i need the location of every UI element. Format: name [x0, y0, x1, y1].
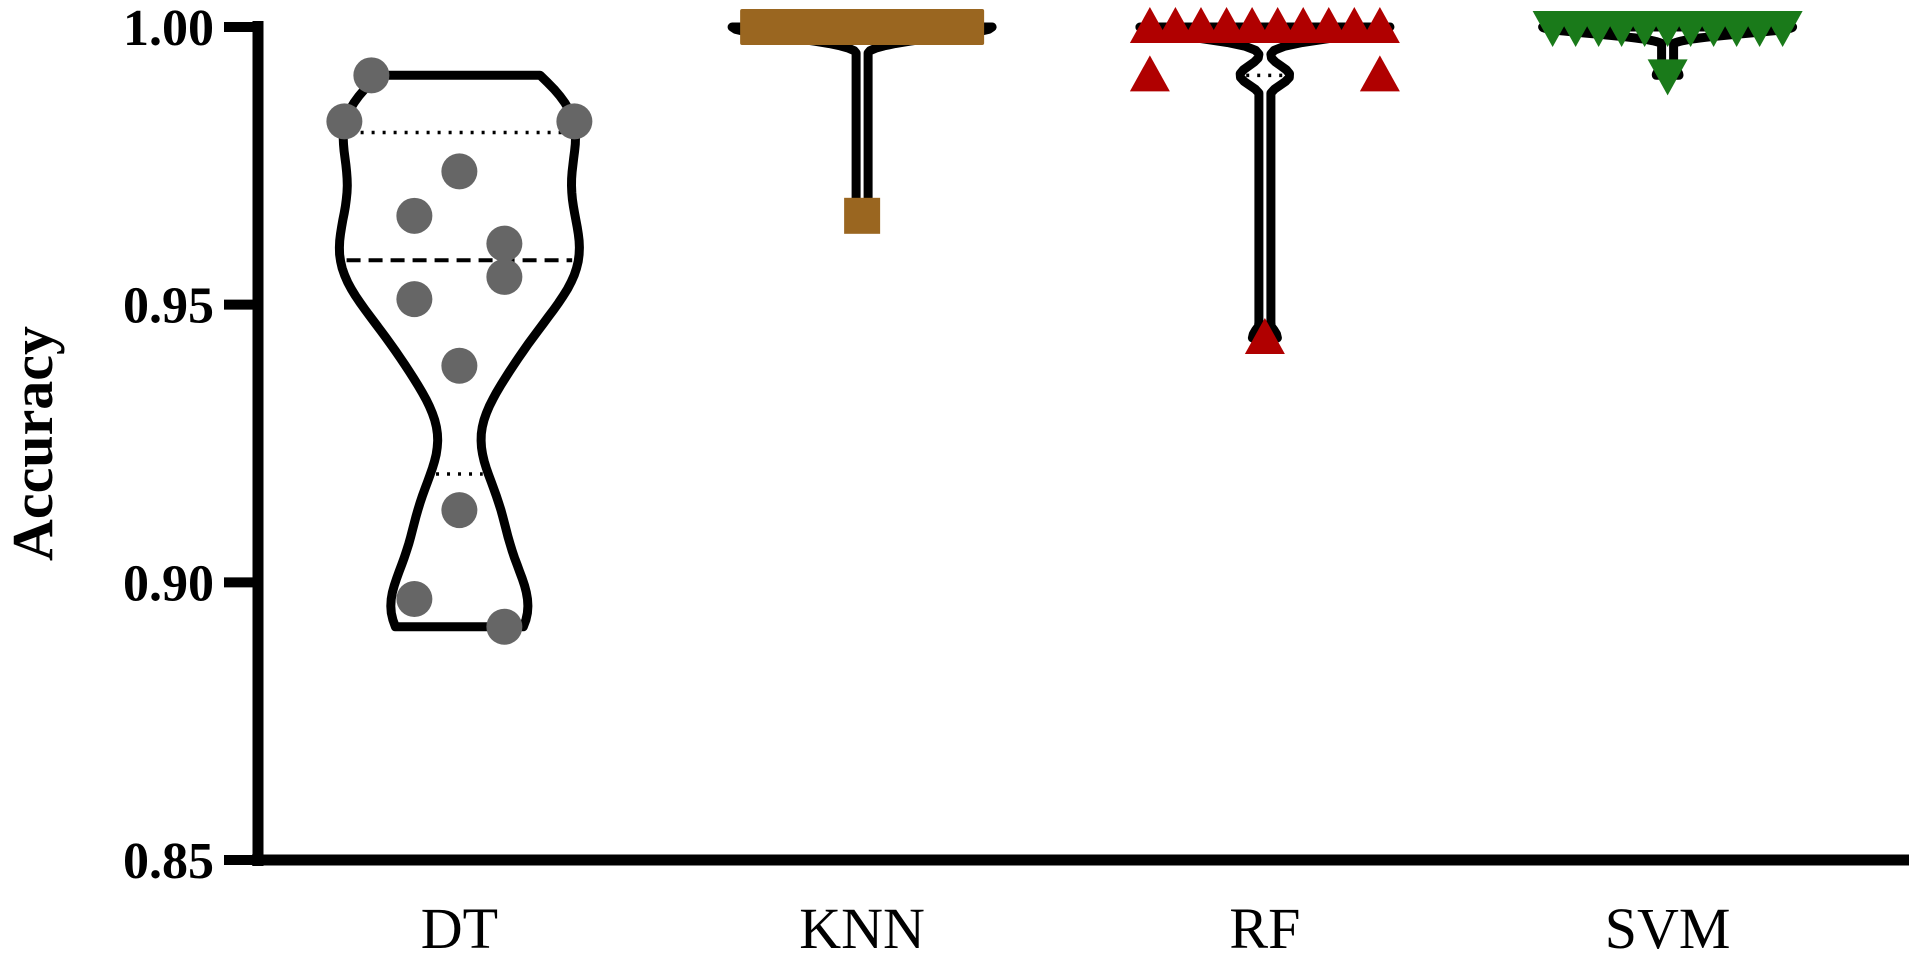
point-dt: [441, 492, 478, 529]
point-rf: [1359, 55, 1400, 92]
y-tick-label: 0.85: [123, 833, 214, 890]
point-rf: [1244, 317, 1285, 354]
point-rf: [1129, 7, 1170, 43]
point-dt: [486, 225, 523, 262]
axes: [224, 21, 1909, 866]
point-dt: [486, 258, 523, 295]
point-dt: [353, 57, 390, 94]
point-svm: [1647, 59, 1688, 96]
point-knn: [740, 9, 985, 45]
point-dt: [396, 197, 433, 234]
x-category-label: KNN: [799, 896, 925, 961]
point-rf: [1206, 7, 1247, 43]
y-tick-label: 1.00: [123, 0, 214, 57]
data-points: [326, 7, 1803, 645]
point-rf: [1334, 7, 1375, 43]
point-svm: [1762, 11, 1803, 47]
y-axis-title: Accuracy: [0, 326, 65, 561]
point-dt: [396, 580, 433, 617]
point-rf: [1257, 7, 1298, 43]
point-rf: [1129, 55, 1170, 92]
point-dt: [326, 103, 363, 140]
x-category-label: SVM: [1605, 896, 1731, 961]
x-category-label: DT: [421, 896, 498, 961]
point-dt: [441, 153, 478, 190]
violin-rf: [1135, 22, 1395, 343]
point-rf: [1359, 7, 1400, 43]
point-rf: [1155, 7, 1196, 43]
point-dt: [486, 608, 523, 645]
point-dt: [396, 281, 433, 318]
point-dt: [441, 347, 478, 384]
point-rf: [1308, 7, 1349, 43]
x-category-label: RF: [1229, 896, 1300, 961]
point-dt: [556, 103, 593, 140]
y-tick-label: 0.90: [123, 555, 214, 612]
violin-outline: [1135, 22, 1395, 343]
point-rf: [1283, 7, 1324, 43]
violin-knn: [727, 22, 997, 221]
point-rf: [1180, 7, 1221, 43]
violin-outline: [727, 22, 997, 221]
point-knn: [844, 197, 881, 234]
y-tick-label: 0.95: [123, 278, 214, 335]
point-rf: [1232, 7, 1273, 43]
